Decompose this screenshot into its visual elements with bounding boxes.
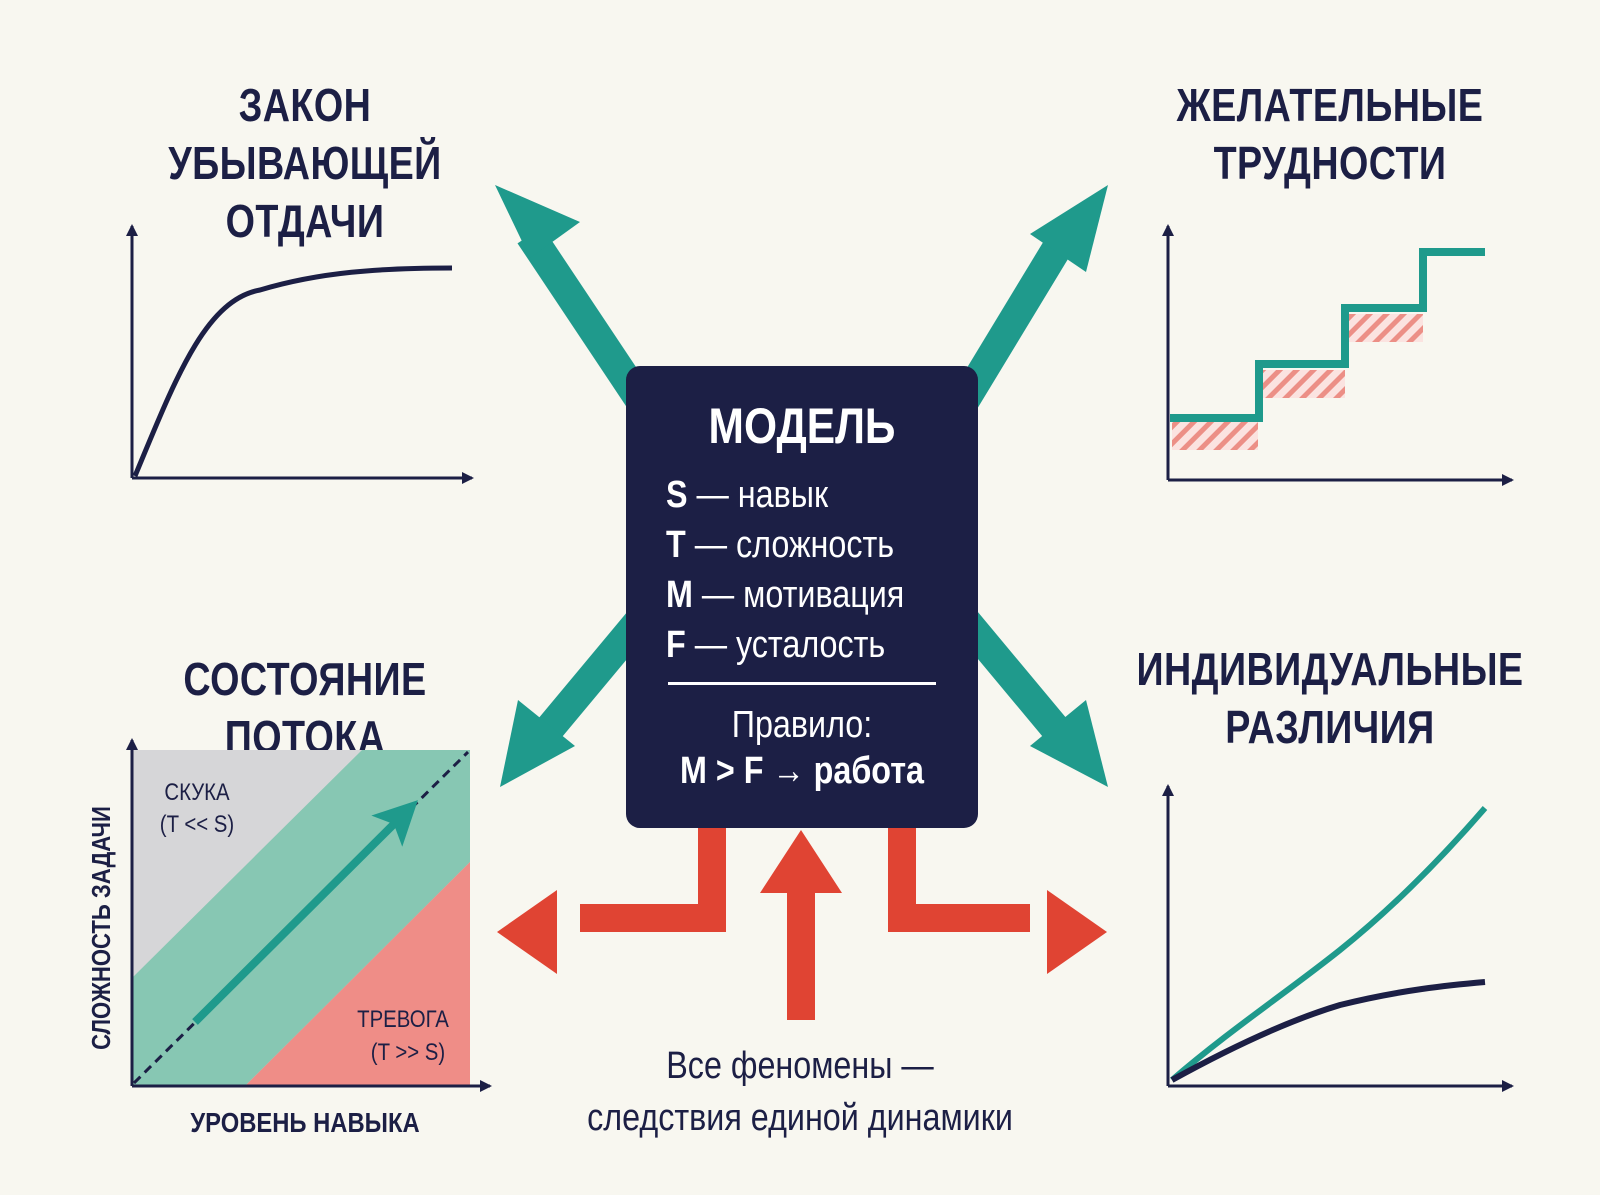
heading-diminishing-returns: ЗАКОН УБЫВАЮЩЕЙ ОТДАЧИ [104,76,506,250]
footer-line: следствия единой динамики [587,1097,1013,1139]
staircase-line [1170,248,1485,422]
heading-line: ЗАКОН УБЫВАЮЩЕЙ [168,79,442,189]
variable-row: T — сложность [666,522,894,568]
variable-symbol: F [666,624,686,666]
navy-growth-curve [1170,979,1486,1083]
heading-line: ИНДИВИДУАЛЬНЫЕ [1136,643,1524,695]
footer-caption: Все феномены — следствия единой динамики [562,1040,1038,1144]
anxiety-formula: (T >> S) [371,1038,445,1065]
footer-line: Все феномены — [666,1045,934,1087]
model-box: МОДЕЛЬ S — навык T — сложность M — мотив… [626,366,978,828]
anxiety-zone [245,862,470,1086]
rule-text: M > F → работа [679,750,925,792]
variable-row: F — усталость [666,622,885,668]
flow-channel-arrow [192,800,418,1025]
teal-growth-curve [1170,806,1488,1083]
chart-desirable-difficulties [1162,224,1514,486]
variable-symbol: M [666,574,693,616]
chart-flow-state: СКУКА (T << S) ТРЕВОГА (T >> S) СЛОЖНОСТ… [87,738,492,1138]
variable-text: — навык [687,474,829,516]
teal-arrow-bottom-left [500,610,652,787]
variable-row: S — навык [666,472,828,518]
heading-line: РАЗЛИЧИЯ [1225,701,1435,753]
model-title: МОДЕЛЬ [708,398,896,454]
hatch-zone [1345,314,1423,342]
variable-row: M — мотивация [666,572,904,618]
chart-diminishing-returns [126,224,474,484]
red-arrow-right [888,828,1107,974]
model-divider [668,682,936,685]
hatch-zone [1259,370,1345,398]
heading-individual-differences: ИНДИВИДУАЛЬНЫЕ РАЗЛИЧИЯ [1133,640,1527,756]
variable-symbol: S [666,474,688,516]
teal-arrow-top-right [952,185,1108,408]
teal-arrow-bottom-right [953,610,1108,787]
heading-line: ОТДАЧИ [225,195,385,247]
chart-individual-differences [1162,784,1514,1092]
rule-label: Правило: [731,704,873,746]
boredom-formula: (T << S) [160,810,234,837]
diminishing-curve [132,265,453,477]
red-arrow-up [760,830,842,1020]
teal-arrow-top-left [495,185,653,409]
boredom-label: СКУКА [164,778,229,805]
y-axis-label: СЛОЖНОСТЬ ЗАДАЧИ [87,806,116,1050]
heading-line: ЖЕЛАТЕЛЬНЫЕ [1176,79,1484,131]
variable-symbol: T [666,524,686,566]
hatch-zone [1172,422,1258,450]
heading-line: ТРУДНОСТИ [1213,137,1447,189]
variable-text: — усталость [685,624,886,666]
variable-text: — сложность [685,524,895,566]
heading-desirable-difficulties: ЖЕЛАТЕЛЬНЫЕ ТРУДНОСТИ [1150,76,1511,192]
anxiety-label: ТРЕВОГА [357,1005,449,1032]
x-axis-label: УРОВЕНЬ НАВЫКА [190,1106,420,1138]
red-arrow-left [497,828,726,974]
variable-text: — мотивация [692,574,905,616]
